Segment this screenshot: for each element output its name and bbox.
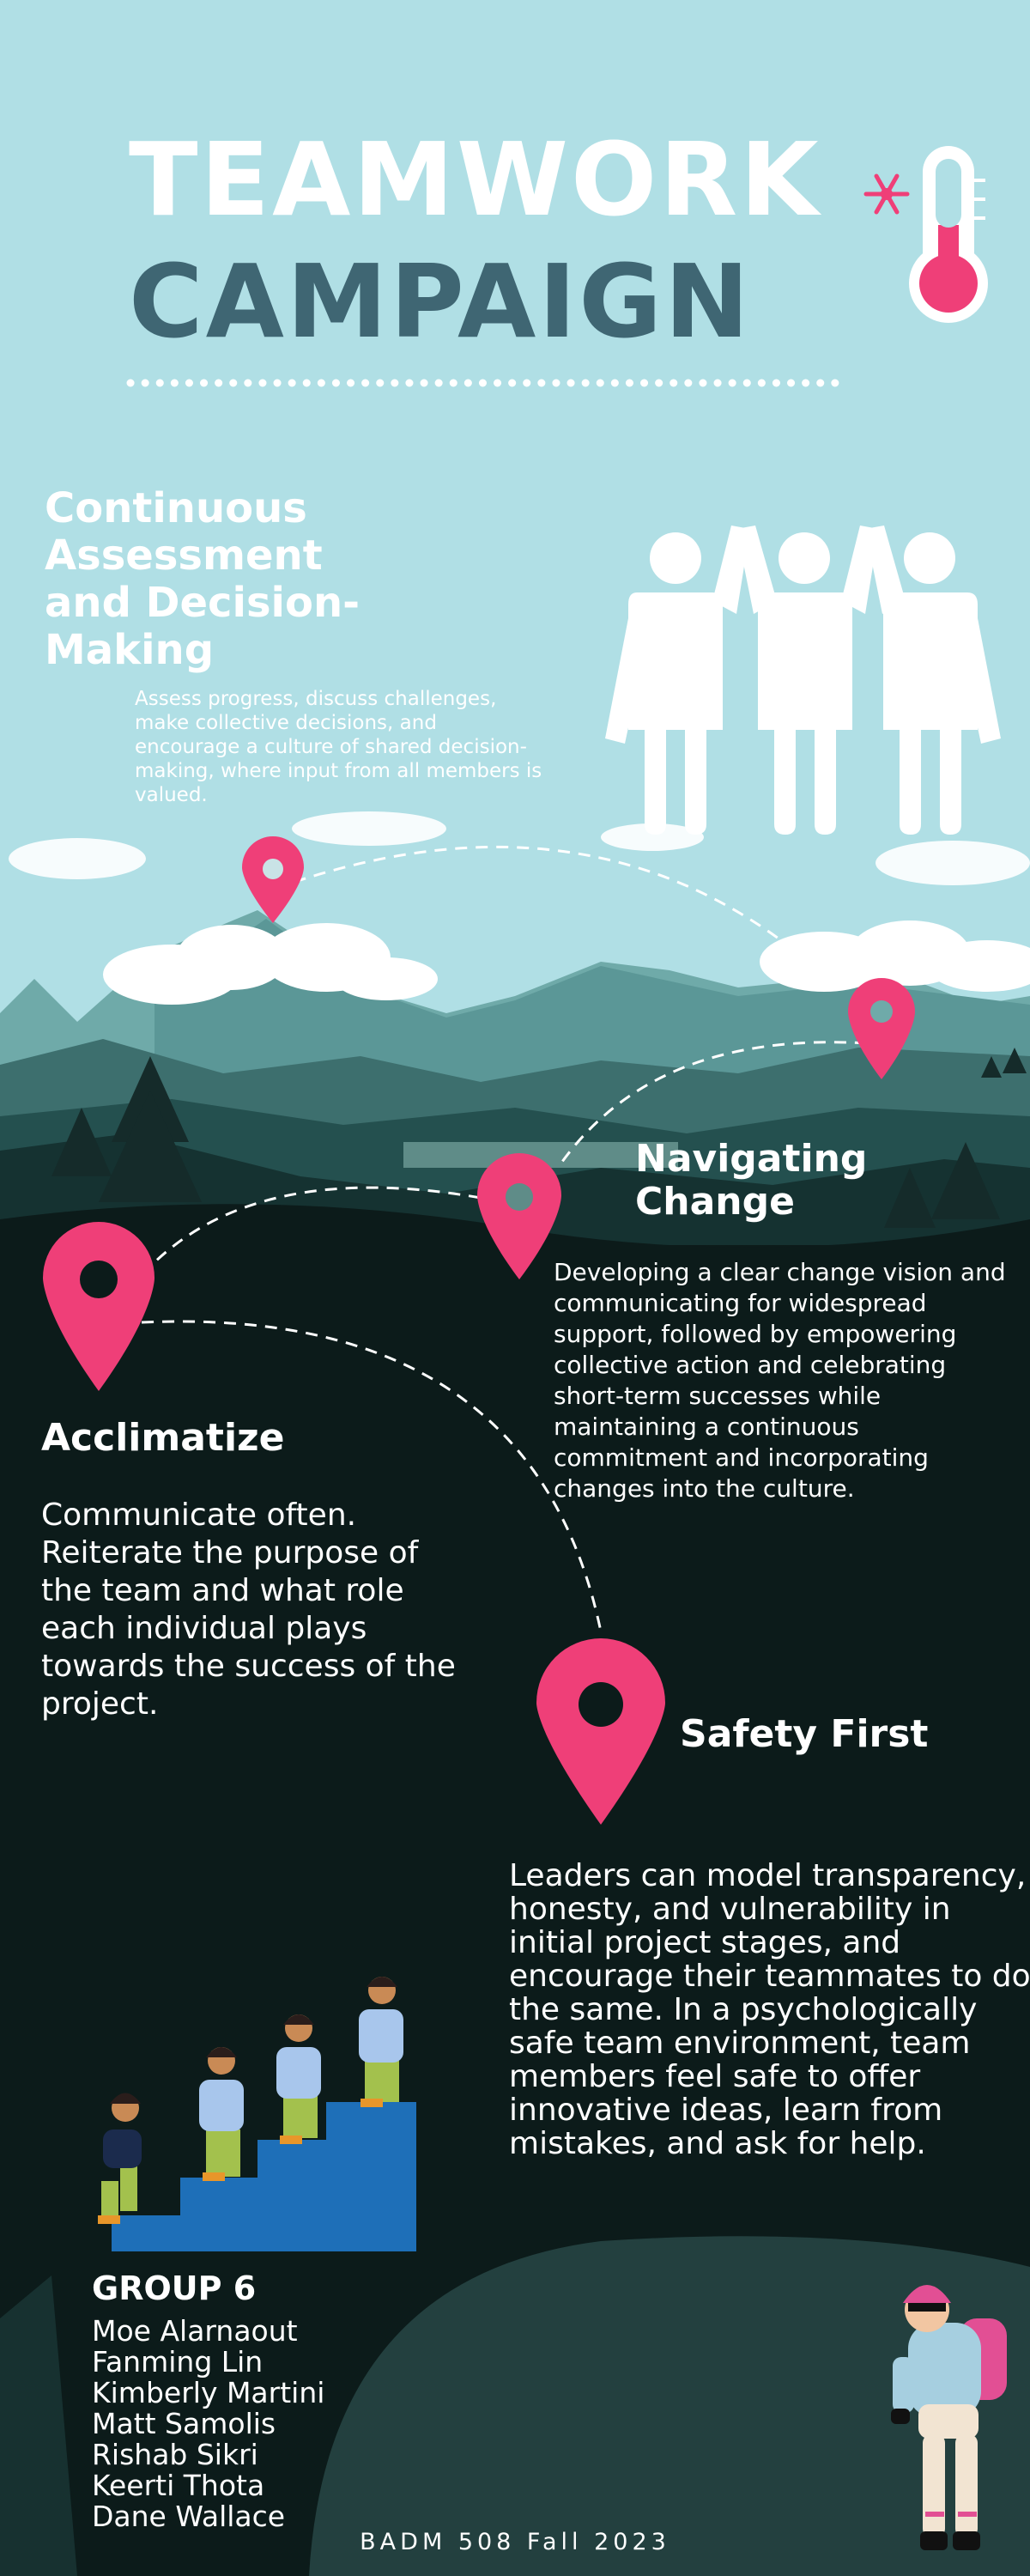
navigating-change-body: Developing a clear change vision and com… [554,1258,1006,1503]
map-pin-icon [477,1153,561,1279]
bottom-left-hill [0,2275,77,2576]
title-line-2: CAMPAIGN [129,242,752,361]
map-pin-icon [242,835,304,923]
mountain-clouds [103,920,1030,1005]
stairs-climbers-illustration [98,1977,416,2251]
group-member: Fanming Lin [92,2345,264,2379]
route-dashed-4 [141,1320,603,1632]
title-line-1: TEAMWORK [129,120,821,239]
route-dashed-2 [556,1041,868,1169]
snowflake-icon [863,173,910,215]
bottom-hill [309,2236,1030,2576]
map-pin-icon [43,1222,154,1391]
acclimatize-heading: Acclimatize [41,1416,285,1460]
pine-trees [52,1048,1027,1228]
route-dashed-3 [148,1186,482,1268]
clouds [9,811,1030,885]
group-member: Keerti Thota [92,2469,265,2502]
navigating-change-heading: Navigating Change [635,1137,868,1224]
group-member: Matt Samolis [92,2407,276,2440]
hiker-illustration [891,2285,1007,2550]
group-members-list: Moe Alarnaout Fanming Lin Kimberly Marti… [92,2316,435,2532]
group-member: Rishab Sikri [92,2438,258,2471]
team-high-five-icon [605,526,1001,835]
group-heading: GROUP 6 [92,2269,257,2307]
group-member: Dane Wallace [92,2500,286,2533]
group-member: Kimberly Martini [92,2376,325,2409]
safety-first-heading: Safety First [680,1712,929,1756]
safety-first-body: Leaders can model transparency, honesty,… [509,1858,1030,2161]
map-pin-icon [536,1638,665,1825]
map-pin-icon [848,978,915,1079]
assessment-body: Assess progress, discuss challenges, mak… [135,688,542,806]
group-member: Moe Alarnaout [92,2314,298,2348]
course-footer: BADM 508 Fall 2023 [360,2529,670,2555]
thermometer-icon [909,146,988,323]
assessment-heading: Continuous Assessment and Decision-Makin… [45,484,360,674]
acclimatize-body: Communicate often. Reiterate the purpose… [41,1498,456,1722]
route-dashed-1 [274,845,830,981]
